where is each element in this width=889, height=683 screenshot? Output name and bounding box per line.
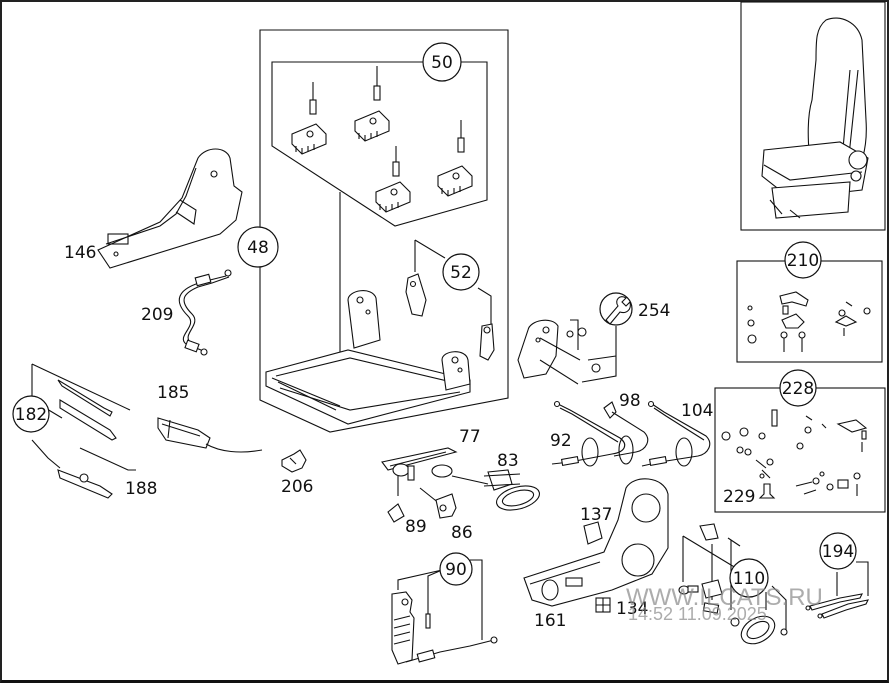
label-209[interactable]: 209: [141, 305, 173, 325]
label-229[interactable]: 229: [723, 487, 755, 507]
seat-rail-frame: [265, 290, 471, 425]
part-185-release-handle[interactable]: [157, 417, 263, 453]
label-89[interactable]: 89: [405, 517, 427, 537]
part-146-side-trim[interactable]: [97, 148, 243, 269]
part-89-clip[interactable]: [387, 503, 405, 523]
label-104[interactable]: 104: [681, 401, 713, 421]
label-188[interactable]: 188: [125, 479, 157, 499]
part-86-cam[interactable]: [435, 493, 457, 519]
glide-clip-set: [291, 66, 473, 213]
callout-52[interactable]: 52: [442, 253, 480, 291]
kit-210-small-parts: [747, 291, 871, 352]
seat-illustration: [761, 17, 869, 219]
label-92[interactable]: 92: [550, 431, 572, 451]
label-146[interactable]: 146: [64, 243, 96, 263]
label-254[interactable]: 254: [638, 301, 670, 321]
label-206[interactable]: 206: [281, 477, 313, 497]
part-77-adjuster-bar[interactable]: [381, 447, 489, 505]
part-98-cable[interactable]: [603, 401, 649, 465]
label-185[interactable]: 185: [157, 383, 189, 403]
svg-text:50: 50: [431, 53, 453, 73]
group-48-seat-frame[interactable]: [259, 29, 509, 433]
callout-48[interactable]: 48: [237, 226, 279, 268]
svg-text:194: 194: [822, 542, 854, 562]
callout-194[interactable]: 194: [819, 532, 857, 570]
label-86[interactable]: 86: [451, 523, 473, 543]
svg-text:110: 110: [733, 569, 765, 589]
part-83-handle-assembly[interactable]: [483, 469, 542, 514]
part-206-clip[interactable]: [281, 449, 307, 473]
label-161[interactable]: 161: [534, 611, 566, 631]
group-48-outline: [259, 29, 509, 433]
label-137[interactable]: 137: [580, 505, 612, 525]
watermark-site: WWW.ILCATS.RU: [626, 584, 823, 611]
group-228-hardware-kit[interactable]: [714, 387, 886, 513]
svg-text:90: 90: [445, 560, 467, 580]
callout-210[interactable]: 210: [784, 241, 822, 279]
thumbnail-frame: [740, 1, 886, 231]
svg-text:228: 228: [782, 379, 814, 399]
watermark-timestamp: 14:52 11.09.2025: [628, 604, 767, 624]
label-83[interactable]: 83: [497, 451, 519, 471]
group-90-cable-set[interactable]: [391, 559, 498, 665]
part-137-switch[interactable]: [583, 521, 603, 545]
wrench-icon: [605, 296, 631, 325]
group-194-cable-set[interactable]: [805, 561, 869, 619]
callout-90[interactable]: 90: [439, 552, 473, 586]
part-229-screw-icon: [758, 483, 776, 499]
group-182-adjuster-rails[interactable]: [31, 363, 136, 499]
label-134[interactable]: 134: [616, 599, 648, 619]
svg-text:210: 210: [787, 251, 819, 271]
part-104-cable[interactable]: [641, 400, 711, 467]
kit-228-small-parts: [721, 409, 868, 499]
svg-text:182: 182: [15, 405, 47, 425]
part-92-cable[interactable]: [551, 400, 626, 467]
callout-110[interactable]: 110: [729, 558, 769, 598]
part-161-side-cover[interactable]: [523, 478, 669, 607]
part-209-cable[interactable]: [178, 269, 232, 356]
part-254-mounting-bracket[interactable]: [517, 305, 617, 385]
callout-228[interactable]: 228: [779, 369, 817, 407]
callout-50[interactable]: 50: [422, 42, 462, 82]
part-134-switch[interactable]: [595, 597, 611, 613]
recliner-bracket-parts: [405, 273, 495, 361]
svg-text:48: 48: [247, 238, 269, 258]
seat-overview-thumbnail[interactable]: [740, 1, 886, 231]
label-98[interactable]: 98: [619, 391, 641, 411]
label-77[interactable]: 77: [459, 427, 481, 447]
callout-182[interactable]: 182: [12, 395, 50, 433]
callout-254-wrench[interactable]: [599, 292, 633, 326]
svg-text:52: 52: [450, 263, 472, 283]
